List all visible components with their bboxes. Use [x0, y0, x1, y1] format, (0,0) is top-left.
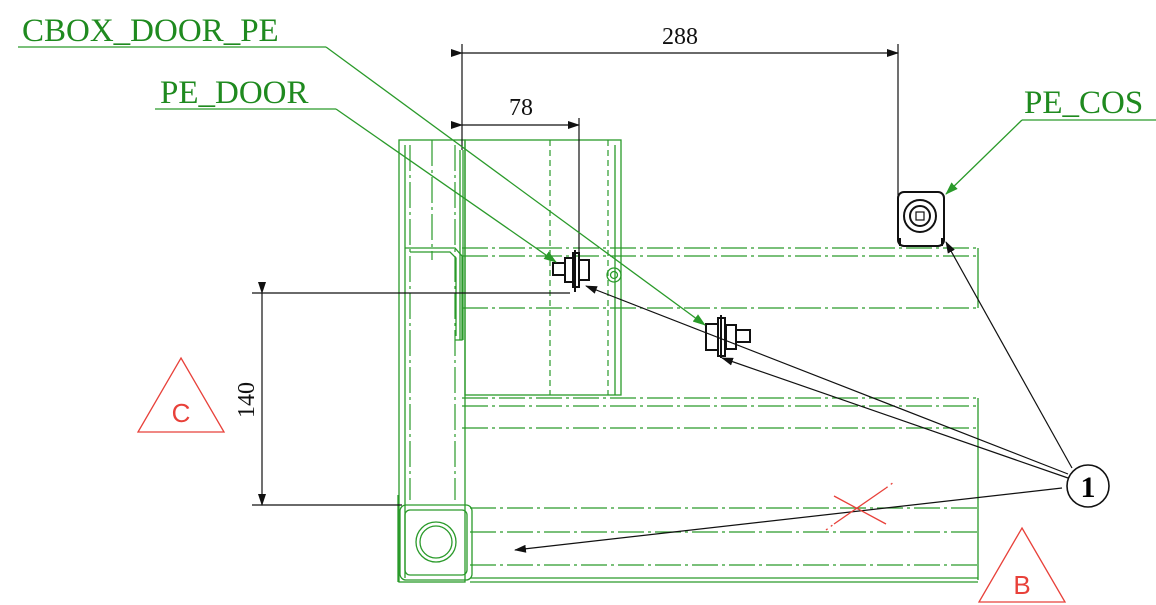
dimension-78: 78 — [451, 95, 580, 252]
cbox-door-pe-bolt — [705, 315, 751, 358]
item-1-number: 1 — [1081, 471, 1096, 504]
label-cbox-door-pe-text: CBOX_DOOR_PE — [22, 13, 279, 49]
dimension-288-text: 288 — [662, 24, 698, 50]
dimension-140: 140 — [234, 282, 570, 506]
frame-geometry — [397, 139, 979, 583]
pe-door-bolt — [552, 250, 590, 292]
item-1-balloon: 1 — [1066, 464, 1110, 508]
view-marker-b-letter: B — [1013, 570, 1030, 600]
pe-cos-terminal — [897, 191, 945, 247]
label-pe-cos: PE_COS — [945, 85, 1156, 195]
label-pe-door: PE_DOOR — [155, 75, 557, 263]
view-marker-c: C — [136, 356, 226, 433]
dimension-78-text: 78 — [509, 95, 533, 121]
dimension-288: 288 — [451, 24, 899, 195]
label-pe-cos-text: PE_COS — [1024, 85, 1143, 121]
dimension-140-text: 140 — [234, 382, 260, 418]
label-pe-door-text: PE_DOOR — [160, 75, 309, 111]
item-1-leaders — [514, 241, 1073, 553]
label-cbox-door-pe: CBOX_DOOR_PE — [18, 13, 706, 326]
view-marker-c-letter: C — [172, 398, 191, 428]
red-cross-mark — [825, 481, 895, 531]
view-marker-b: B — [977, 526, 1067, 603]
